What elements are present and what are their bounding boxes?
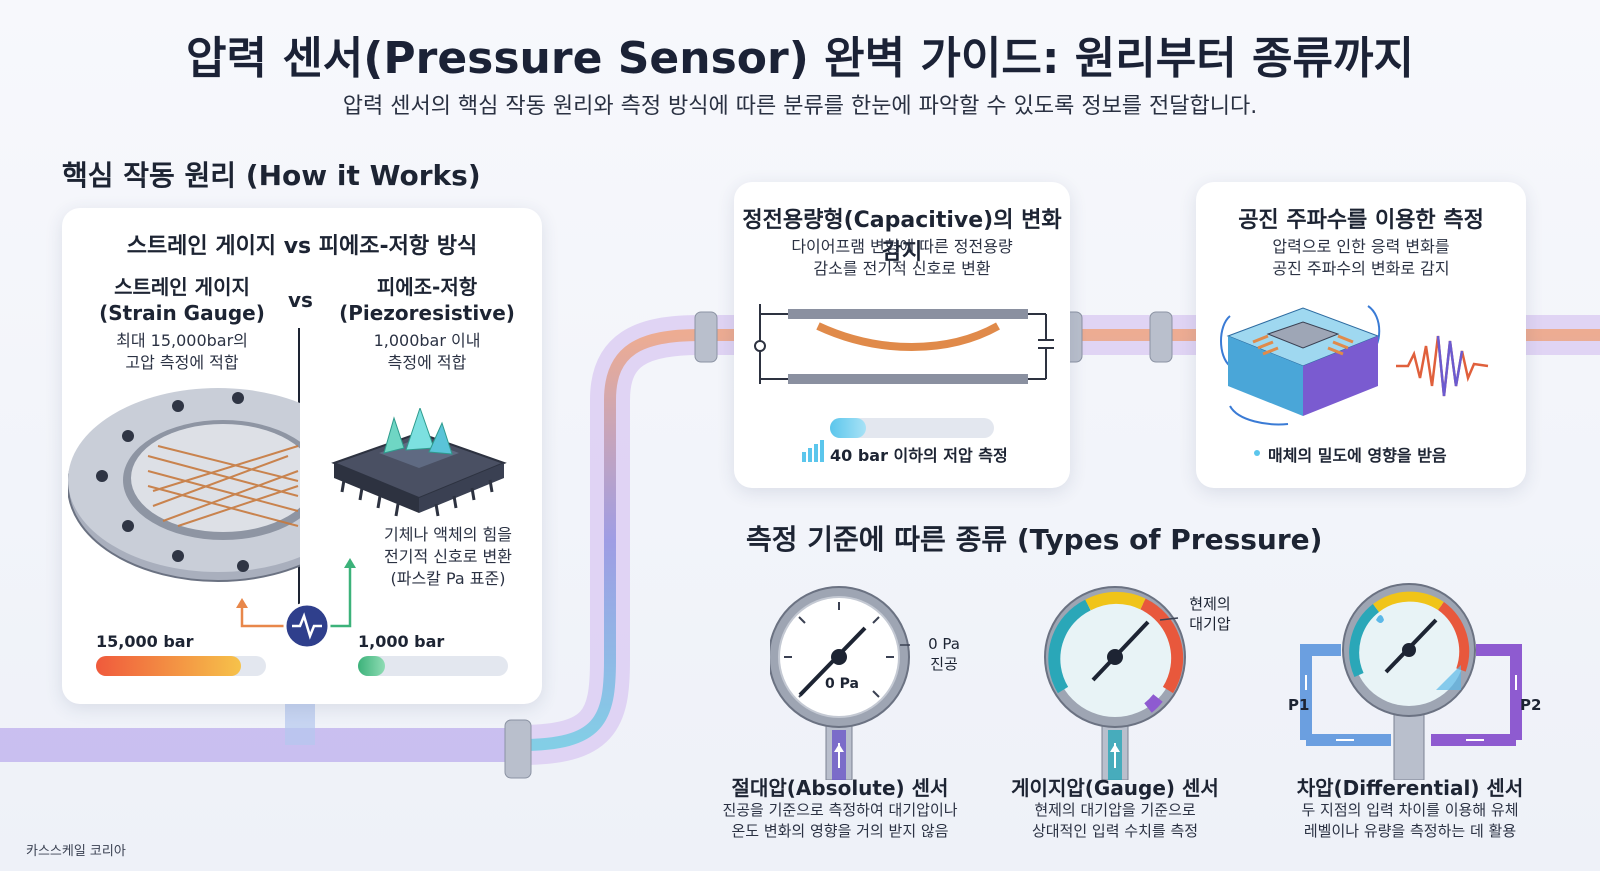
piezo-desc: 1,000bar 이내 측정에 적합 xyxy=(322,330,532,374)
absolute-desc: 진공을 기준으로 측정하여 대기압이나 온도 변화의 영향을 거의 받지 않음 xyxy=(700,800,980,842)
signal-note-line2: 전기적 신호로 변환 xyxy=(384,547,512,566)
capacitive-card: 정전용량형(Capacitive)의 변화 감지 다이어프램 변형에 따른 정전… xyxy=(734,182,1070,488)
resonant-title: 공진 주파수를 이용한 측정 xyxy=(1238,208,1484,233)
piezo-desc-line1: 1,000bar 이내 xyxy=(373,331,481,350)
absolute-gauge-icon xyxy=(770,586,910,780)
strain-piezo-card: 스트레인 게이지 vs 피에조-저항 방식 스트레인 게이지 (Strain G… xyxy=(62,208,542,704)
differential-desc: 두 지점의 입력 차이를 이용해 유체 레벨이나 유량을 측정하는 데 활용 xyxy=(1270,800,1550,842)
absolute-callout-line1: 0 Pa xyxy=(928,635,960,653)
strain-name: 스트레인 게이지 (Strain Gauge) xyxy=(72,274,292,326)
strain-desc-line1: 최대 15,000bar의 xyxy=(116,331,248,350)
gauge-desc-line2: 상대적인 입력 수치를 측정 xyxy=(1031,822,1199,840)
gauge-title: 게이지압(Gauge) 센서 xyxy=(1011,776,1219,800)
absolute-title: 절대압(Absolute) 센서 xyxy=(731,776,949,800)
piezo-bar-label: 1,000 bar xyxy=(358,632,445,651)
gauge-pressure-icon xyxy=(1044,586,1186,780)
piezo-desc-line2: 측정에 적합 xyxy=(387,353,467,372)
chip-icon xyxy=(331,408,507,517)
signal-note: 기체나 액체의 힘을 전기적 신호로 변환 (파스칼 Pa 표준) xyxy=(358,524,538,590)
bar-chart-icon xyxy=(802,440,824,462)
signal-note-line3: (파스칼 Pa 표준) xyxy=(390,569,506,588)
differential-gauge-icon xyxy=(1300,583,1522,780)
piezo-name-en: (Piezoresistive) xyxy=(339,301,515,325)
resonant-desc-line2: 공진 주파수의 변화로 감지 xyxy=(1272,259,1450,278)
absolute-callout-line2: 진공 xyxy=(930,655,958,673)
absolute-dial-label: 0 Pa xyxy=(825,676,859,692)
piezo-name: 피에조-저항 (Piezoresistive) xyxy=(322,274,532,326)
resonant-desc-line1: 압력으로 인한 응력 변화를 xyxy=(1272,237,1450,256)
diaphragm-icon xyxy=(754,304,1054,384)
gauge-desc-line1: 현제의 대기압을 기준으로 xyxy=(1034,801,1196,819)
resonant-note: 매체의 밀도에 영향을 받음 xyxy=(1268,446,1447,465)
footer-credit: 카스스케일 코리아 xyxy=(26,844,126,859)
strain-desc: 최대 15,000bar의 고압 측정에 적합 xyxy=(72,330,292,374)
resonant-card: 공진 주파수를 이용한 측정 압력으로 인한 응력 변화를 공진 주파수의 변화… xyxy=(1196,182,1526,488)
bullet-icon xyxy=(1254,450,1260,456)
vs-label: vs xyxy=(288,288,313,312)
resonant-desc: 압력으로 인한 응력 변화를 공진 주파수의 변화로 감지 xyxy=(1196,236,1526,280)
page-title: 압력 센서(Pressure Sensor) 완벽 가이드: 원리부터 종류까지 xyxy=(186,33,1414,84)
capacitive-bar-track xyxy=(830,418,994,438)
capacitive-desc-line1: 다이어프램 변형에 따른 정전용량 xyxy=(791,237,1013,256)
piezo-bar-track xyxy=(358,656,508,676)
differential-desc-line2: 레벨이나 유량을 측정하는 데 활용 xyxy=(1303,822,1517,840)
piezo-bar-fill xyxy=(358,656,385,676)
differential-title: 차압(Differential) 센서 xyxy=(1296,776,1524,800)
absolute-desc-line2: 온도 변화의 영향을 거의 받지 않음 xyxy=(731,822,949,840)
piezo-name-ko: 피에조-저항 xyxy=(376,275,478,299)
capacitive-note: 40 bar 이하의 저압 측정 xyxy=(830,446,1008,465)
gauge-desc: 현제의 대기압을 기준으로 상대적인 입력 수치를 측정 xyxy=(985,800,1245,842)
p1-label: P1 xyxy=(1288,696,1310,714)
capacitive-desc: 다이어프램 변형에 따른 정전용량 감소를 전기적 신호로 변환 xyxy=(734,236,1070,280)
strain-bar-fill xyxy=(96,656,241,676)
strain-desc-line2: 고압 측정에 적합 xyxy=(125,353,239,372)
p2-label: P2 xyxy=(1520,696,1542,714)
signal-note-line1: 기체나 액체의 힘을 xyxy=(384,525,512,544)
capacitive-bar-fill xyxy=(830,418,867,438)
flange-diaphragm-icon xyxy=(68,388,300,582)
resonator-icon xyxy=(1220,305,1489,426)
strain-bar-track xyxy=(96,656,266,676)
strain-name-en: (Strain Gauge) xyxy=(99,301,265,325)
gauge-callout-line1: 현제의 xyxy=(1189,595,1231,613)
differential-desc-line1: 두 지점의 입력 차이를 이용해 유체 xyxy=(1301,801,1519,819)
capacitive-title: 정전용량형(Capacitive)의 변화 감지 xyxy=(742,208,1062,265)
page-subtitle: 압력 센서의 핵심 작동 원리와 측정 방식에 따른 분류를 한눈에 파악할 수… xyxy=(342,94,1258,119)
absolute-callout: 0 Pa 진공 xyxy=(912,634,976,674)
gauge-callout-line2: 대기압 xyxy=(1189,615,1231,633)
strain-name-ko: 스트레인 게이지 xyxy=(114,275,250,299)
types-heading: 측정 기준에 따른 종류 (Types of Pressure) xyxy=(746,523,1323,556)
signal-flow xyxy=(236,558,356,648)
strain-card-title: 스트레인 게이지 vs 피에조-저항 방식 xyxy=(126,234,478,259)
principles-heading: 핵심 작동 원리 (How it Works) xyxy=(62,159,481,192)
capacitive-desc-line2: 감소를 전기적 신호로 변환 xyxy=(813,259,991,278)
gauge-callout: 현제의 대기압 xyxy=(1178,594,1242,634)
absolute-desc-line1: 진공을 기준으로 측정하여 대기압이나 xyxy=(722,801,958,819)
strain-bar-label: 15,000 bar xyxy=(96,632,194,651)
